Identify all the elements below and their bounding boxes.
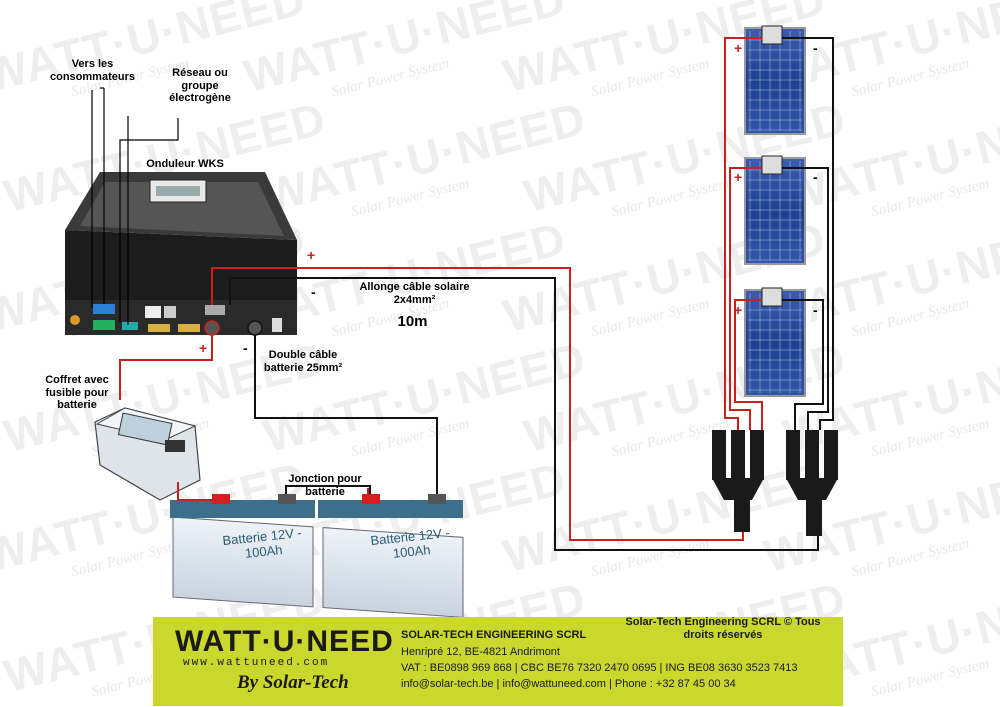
footer-banner: WATT·U·NEED www.wattuneed.com By Solar-T… <box>153 616 843 706</box>
fuse-box <box>94 407 201 501</box>
polarity-plus-panel-2: + <box>734 169 743 185</box>
footer-company-name: SOLAR-TECH ENGINEERING SCRL <box>401 629 587 641</box>
negative-wires <box>229 37 834 551</box>
polarity-plus-panel-3: + <box>734 302 743 318</box>
mc4-connector-positive <box>712 430 764 532</box>
polarity-plus-inverter-battery: + <box>199 340 208 356</box>
mc4-connector-negative <box>786 430 838 536</box>
label-consumers: Vers les consommateurs <box>50 58 135 83</box>
footer-vat: VAT : BE0898 969 868 | CBC BE76 7320 247… <box>401 662 798 674</box>
footer-address: Henripré 12, BE-4821 Andrimont <box>401 646 560 658</box>
polarity-plus-panel-1: + <box>734 40 743 56</box>
label-double-cable: Double câble batterie 25mm² <box>263 349 343 374</box>
footer-logo: WATT·U·NEED <box>175 625 394 658</box>
polarity-plus-inverter-pv: + <box>307 247 316 263</box>
footer-url: www.wattuneed.com <box>183 657 330 669</box>
solar-panel-3 <box>744 287 806 397</box>
solar-panel-1 <box>744 25 806 135</box>
label-leaders <box>91 87 179 325</box>
footer-contact: info@solar-tech.be | info@wattuneed.com … <box>401 678 736 690</box>
label-junction: Jonction pour batterie <box>288 473 362 498</box>
polarity-minus-inverter-pv: - <box>311 284 316 300</box>
footer-copyright: Solar-Tech Engineering SCRL © Tous droit… <box>625 616 821 642</box>
battery-1 <box>170 494 315 608</box>
polarity-minus-inverter-battery: - <box>243 340 248 356</box>
battery-2 <box>318 494 464 618</box>
label-grid: Réseau ou groupe électrogène <box>169 67 231 105</box>
label-extension-length: 10m <box>397 313 428 330</box>
polarity-minus-panel-3: - <box>813 302 818 318</box>
solar-panel-2 <box>744 155 806 265</box>
label-fuse-box: Coffret avec fusible pour batterie <box>45 374 109 412</box>
footer-by-line: By Solar-Tech <box>237 672 349 693</box>
label-inverter: Onduleur WKS <box>146 158 224 170</box>
label-extension-cable: Allonge câble solaire 2x4mm² <box>359 281 470 306</box>
polarity-minus-panel-2: - <box>813 169 818 185</box>
positive-wires <box>119 37 763 541</box>
polarity-minus-panel-1: - <box>813 40 818 56</box>
inverter <box>65 172 297 336</box>
